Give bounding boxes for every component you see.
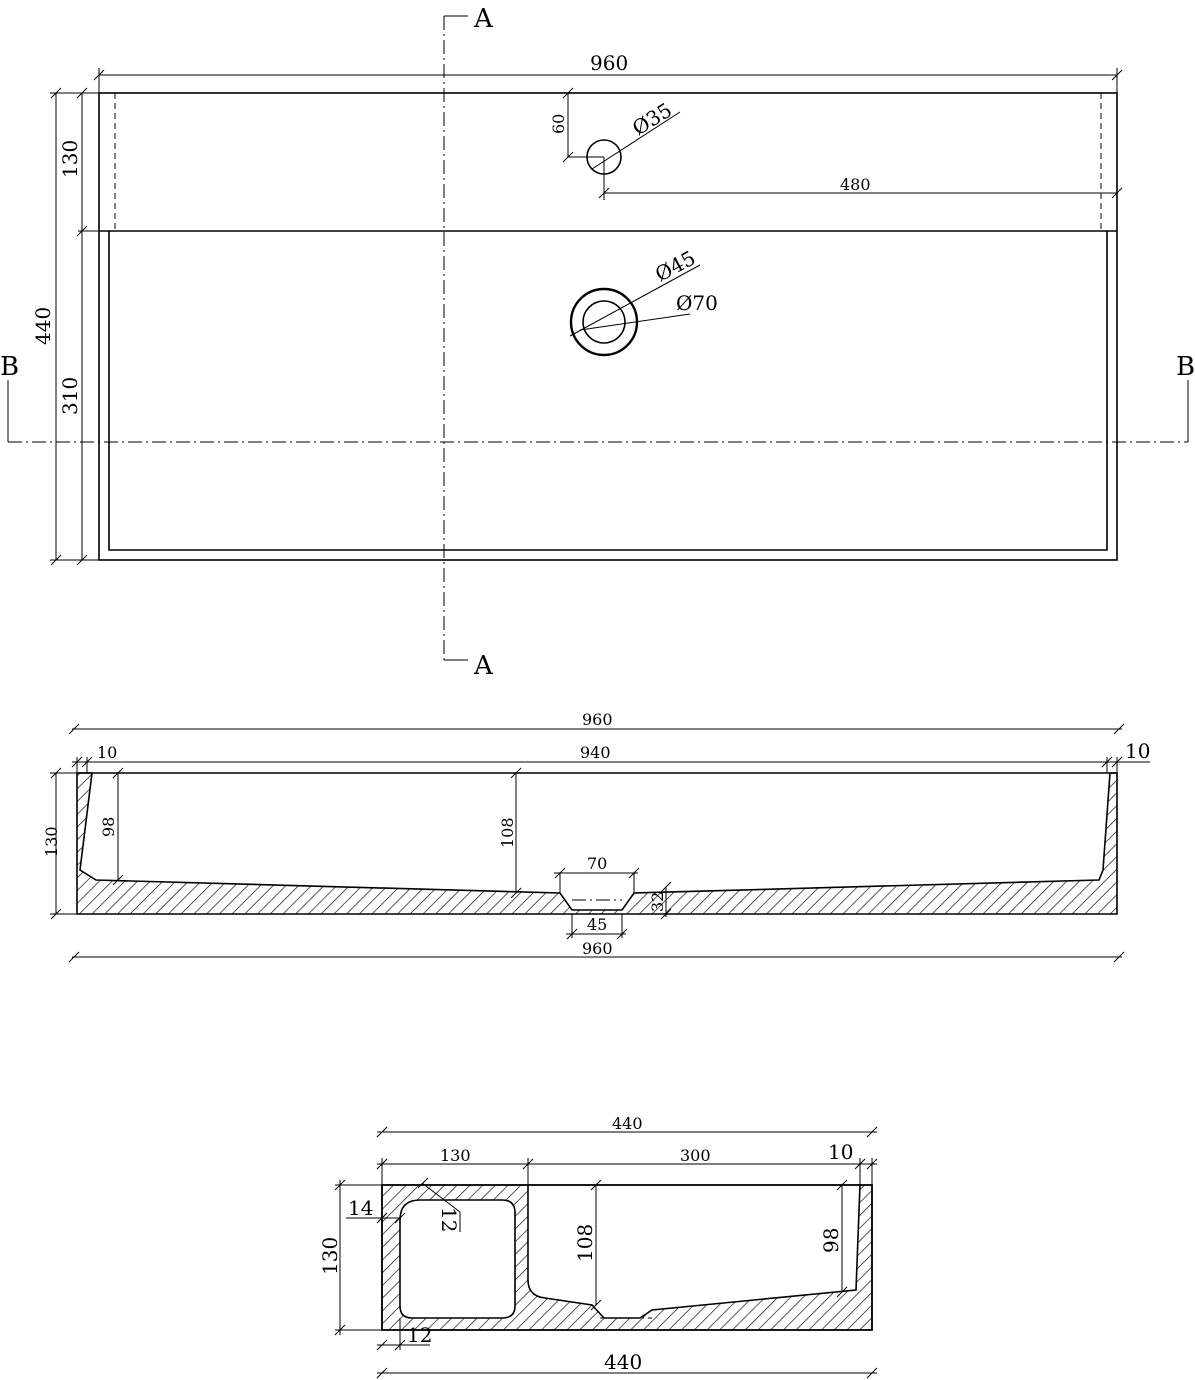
dim-tap-distance: 480: [840, 175, 871, 194]
dim-b-overall-width-bottom: 440: [604, 1350, 642, 1374]
dim-a-drain-bottom: 45: [587, 915, 607, 934]
dim-b-wall: 10: [828, 1140, 853, 1164]
dim-b-base-wall: 12: [407, 1323, 432, 1347]
dim-a-wall-left: 10: [97, 743, 117, 762]
dim-a-wall-right: 10: [1125, 739, 1150, 763]
dim-a-overall-width-bottom: 960: [582, 939, 613, 958]
dim-a-depth-center: 108: [498, 817, 517, 848]
dim-tap-offset: 60: [549, 114, 568, 134]
plan-outline: [98, 92, 1118, 561]
section-b-view: 440 130 300 10 130 14 12 10: [318, 1114, 878, 1379]
section-a-label-bottom: A: [473, 651, 494, 681]
dim-b-height: 130: [318, 1237, 342, 1275]
dim-drain-inner-dia: Ø45: [651, 246, 699, 287]
drain-outer: [569, 287, 639, 357]
section-b-body: [381, 1184, 873, 1331]
section-a-view: 960 10 940 10 130 98 108: [42, 710, 1150, 963]
dim-a-inner-width: 940: [580, 743, 611, 762]
dim-drain-outer-dia: Ø70: [676, 291, 718, 315]
dim-deck-depth: 130: [58, 140, 82, 178]
plan-view: A A B B 960 440 130 310: [0, 4, 1195, 681]
dim-b-basin-width: 300: [680, 1146, 711, 1165]
dim-a-height: 130: [42, 826, 61, 857]
dim-b-inner-radius: 12: [437, 1207, 461, 1232]
drain-inner: [582, 300, 626, 344]
dim-a-depth-edge: 98: [99, 817, 118, 837]
dim-a-overall-width-top: 960: [582, 710, 613, 729]
dim-basin-depth: 310: [58, 377, 82, 415]
section-b-label-right: B: [1176, 352, 1195, 382]
dim-tap-hole-dia: Ø35: [628, 98, 676, 141]
dim-b-depth-edge: 98: [819, 1228, 843, 1253]
section-a-label-top: A: [473, 4, 494, 34]
dim-a-drain-thickness: 32: [648, 892, 667, 912]
basin-inner-outline: [108, 231, 1108, 551]
dim-b-depth-center: 108: [573, 1224, 597, 1262]
section-b-label-left: B: [0, 352, 19, 382]
section-a-body: [76, 772, 1118, 915]
dim-overall-width: 960: [590, 51, 628, 75]
dim-b-overall-width-top: 440: [612, 1114, 643, 1133]
dim-b-deck-width: 130: [440, 1146, 471, 1165]
dim-overall-depth: 440: [31, 307, 55, 345]
dim-b-inner-wall: 14: [348, 1196, 373, 1220]
dim-a-drain-top: 70: [587, 854, 607, 873]
